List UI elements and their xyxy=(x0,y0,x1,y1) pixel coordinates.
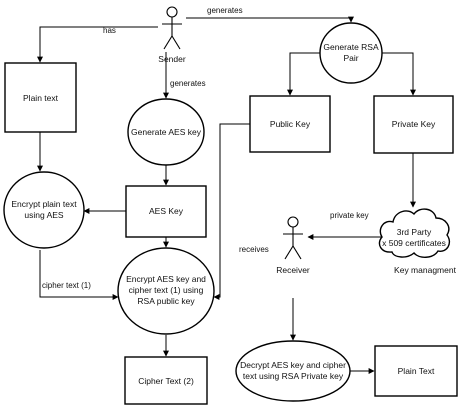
node-generate-aes-key-label: Generate AES key xyxy=(131,127,202,137)
node-aes-key-label: AES Key xyxy=(149,206,184,216)
node-key-management-label: Key managment xyxy=(394,265,457,275)
node-third-party-label-2: x 509 certificates xyxy=(382,238,446,248)
node-encrypt-aes-key-label-2: cipher text (1) using xyxy=(129,285,204,295)
edge-labels: has generates generates private key rece… xyxy=(42,6,369,290)
edge-sender-plain-text xyxy=(37,26,158,63)
node-encrypt-plain-text: Encrypt plain text using AES xyxy=(3,171,85,249)
actor-sender: Sender xyxy=(158,6,186,64)
node-decrypt-label-2: text using RSA Private key xyxy=(243,371,344,381)
node-plain-text-label: Plain text xyxy=(23,93,59,103)
node-private-key-label: Private Key xyxy=(392,119,436,129)
edge-rsa-public xyxy=(287,52,320,96)
node-decrypt-label-1: Decrypt AES key and cipher xyxy=(240,360,346,370)
edge-label-cipher-text-1: cipher text (1) xyxy=(42,281,91,290)
edge-label-private-key: private key xyxy=(330,211,369,220)
node-generate-rsa-pair-label-2: Pair xyxy=(343,53,358,63)
edge-rsa-private xyxy=(382,52,416,96)
node-encrypt-aes-key: Encrypt AES key and cipher text (1) usin… xyxy=(117,247,215,335)
edge-label-generates-mid: generates xyxy=(170,79,206,88)
cloud-icon xyxy=(378,208,451,258)
edge-label-generates-top: generates xyxy=(207,6,243,15)
node-cipher-text-2-label: Cipher Text (2) xyxy=(138,376,194,386)
node-plain-text-output-label: Plain Text xyxy=(398,366,435,376)
node-plain-text: Plain text xyxy=(4,62,77,133)
node-encrypt-aes-key-label-1: Encrypt AES key and xyxy=(126,274,206,284)
node-generate-rsa-pair: Generate RSA Pair xyxy=(319,22,383,84)
node-public-key-label: Public Key xyxy=(270,119,311,129)
edge-label-receives: receives xyxy=(239,245,269,254)
edge-cipher1 xyxy=(39,250,119,300)
node-plain-text-output: Plain Text xyxy=(374,345,458,397)
node-aes-key: AES Key xyxy=(125,185,207,238)
node-generate-rsa-pair-label-1: Generate RSA xyxy=(323,42,379,52)
edges xyxy=(37,16,416,374)
node-decrypt: Decrypt AES key and cipher text using RS… xyxy=(235,340,351,402)
actor-receiver-label: Receiver xyxy=(276,265,310,275)
node-encrypt-plain-text-label-2: using AES xyxy=(24,210,64,220)
node-public-key: Public Key xyxy=(249,95,331,153)
edge-public-encrypt-aes xyxy=(213,123,250,300)
actor-receiver: Receiver xyxy=(276,216,310,275)
stick-figure-icon xyxy=(162,6,182,50)
node-encrypt-aes-key-label-3: RSA public key xyxy=(137,296,195,306)
node-third-party: 3rd Party x 509 certificates Key managme… xyxy=(378,208,457,275)
stick-figure-icon xyxy=(283,216,303,260)
node-encrypt-plain-text-label-1: Encrypt plain text xyxy=(11,199,77,209)
node-generate-aes-key: Generate AES key xyxy=(127,98,205,166)
node-private-key: Private Key xyxy=(373,95,454,154)
node-third-party-label-1: 3rd Party xyxy=(397,227,432,237)
edge-sender-rsa-pair xyxy=(186,16,354,23)
node-cipher-text-2: Cipher Text (2) xyxy=(124,356,208,405)
edge-label-has: has xyxy=(103,26,116,35)
actor-sender-label: Sender xyxy=(158,54,186,64)
